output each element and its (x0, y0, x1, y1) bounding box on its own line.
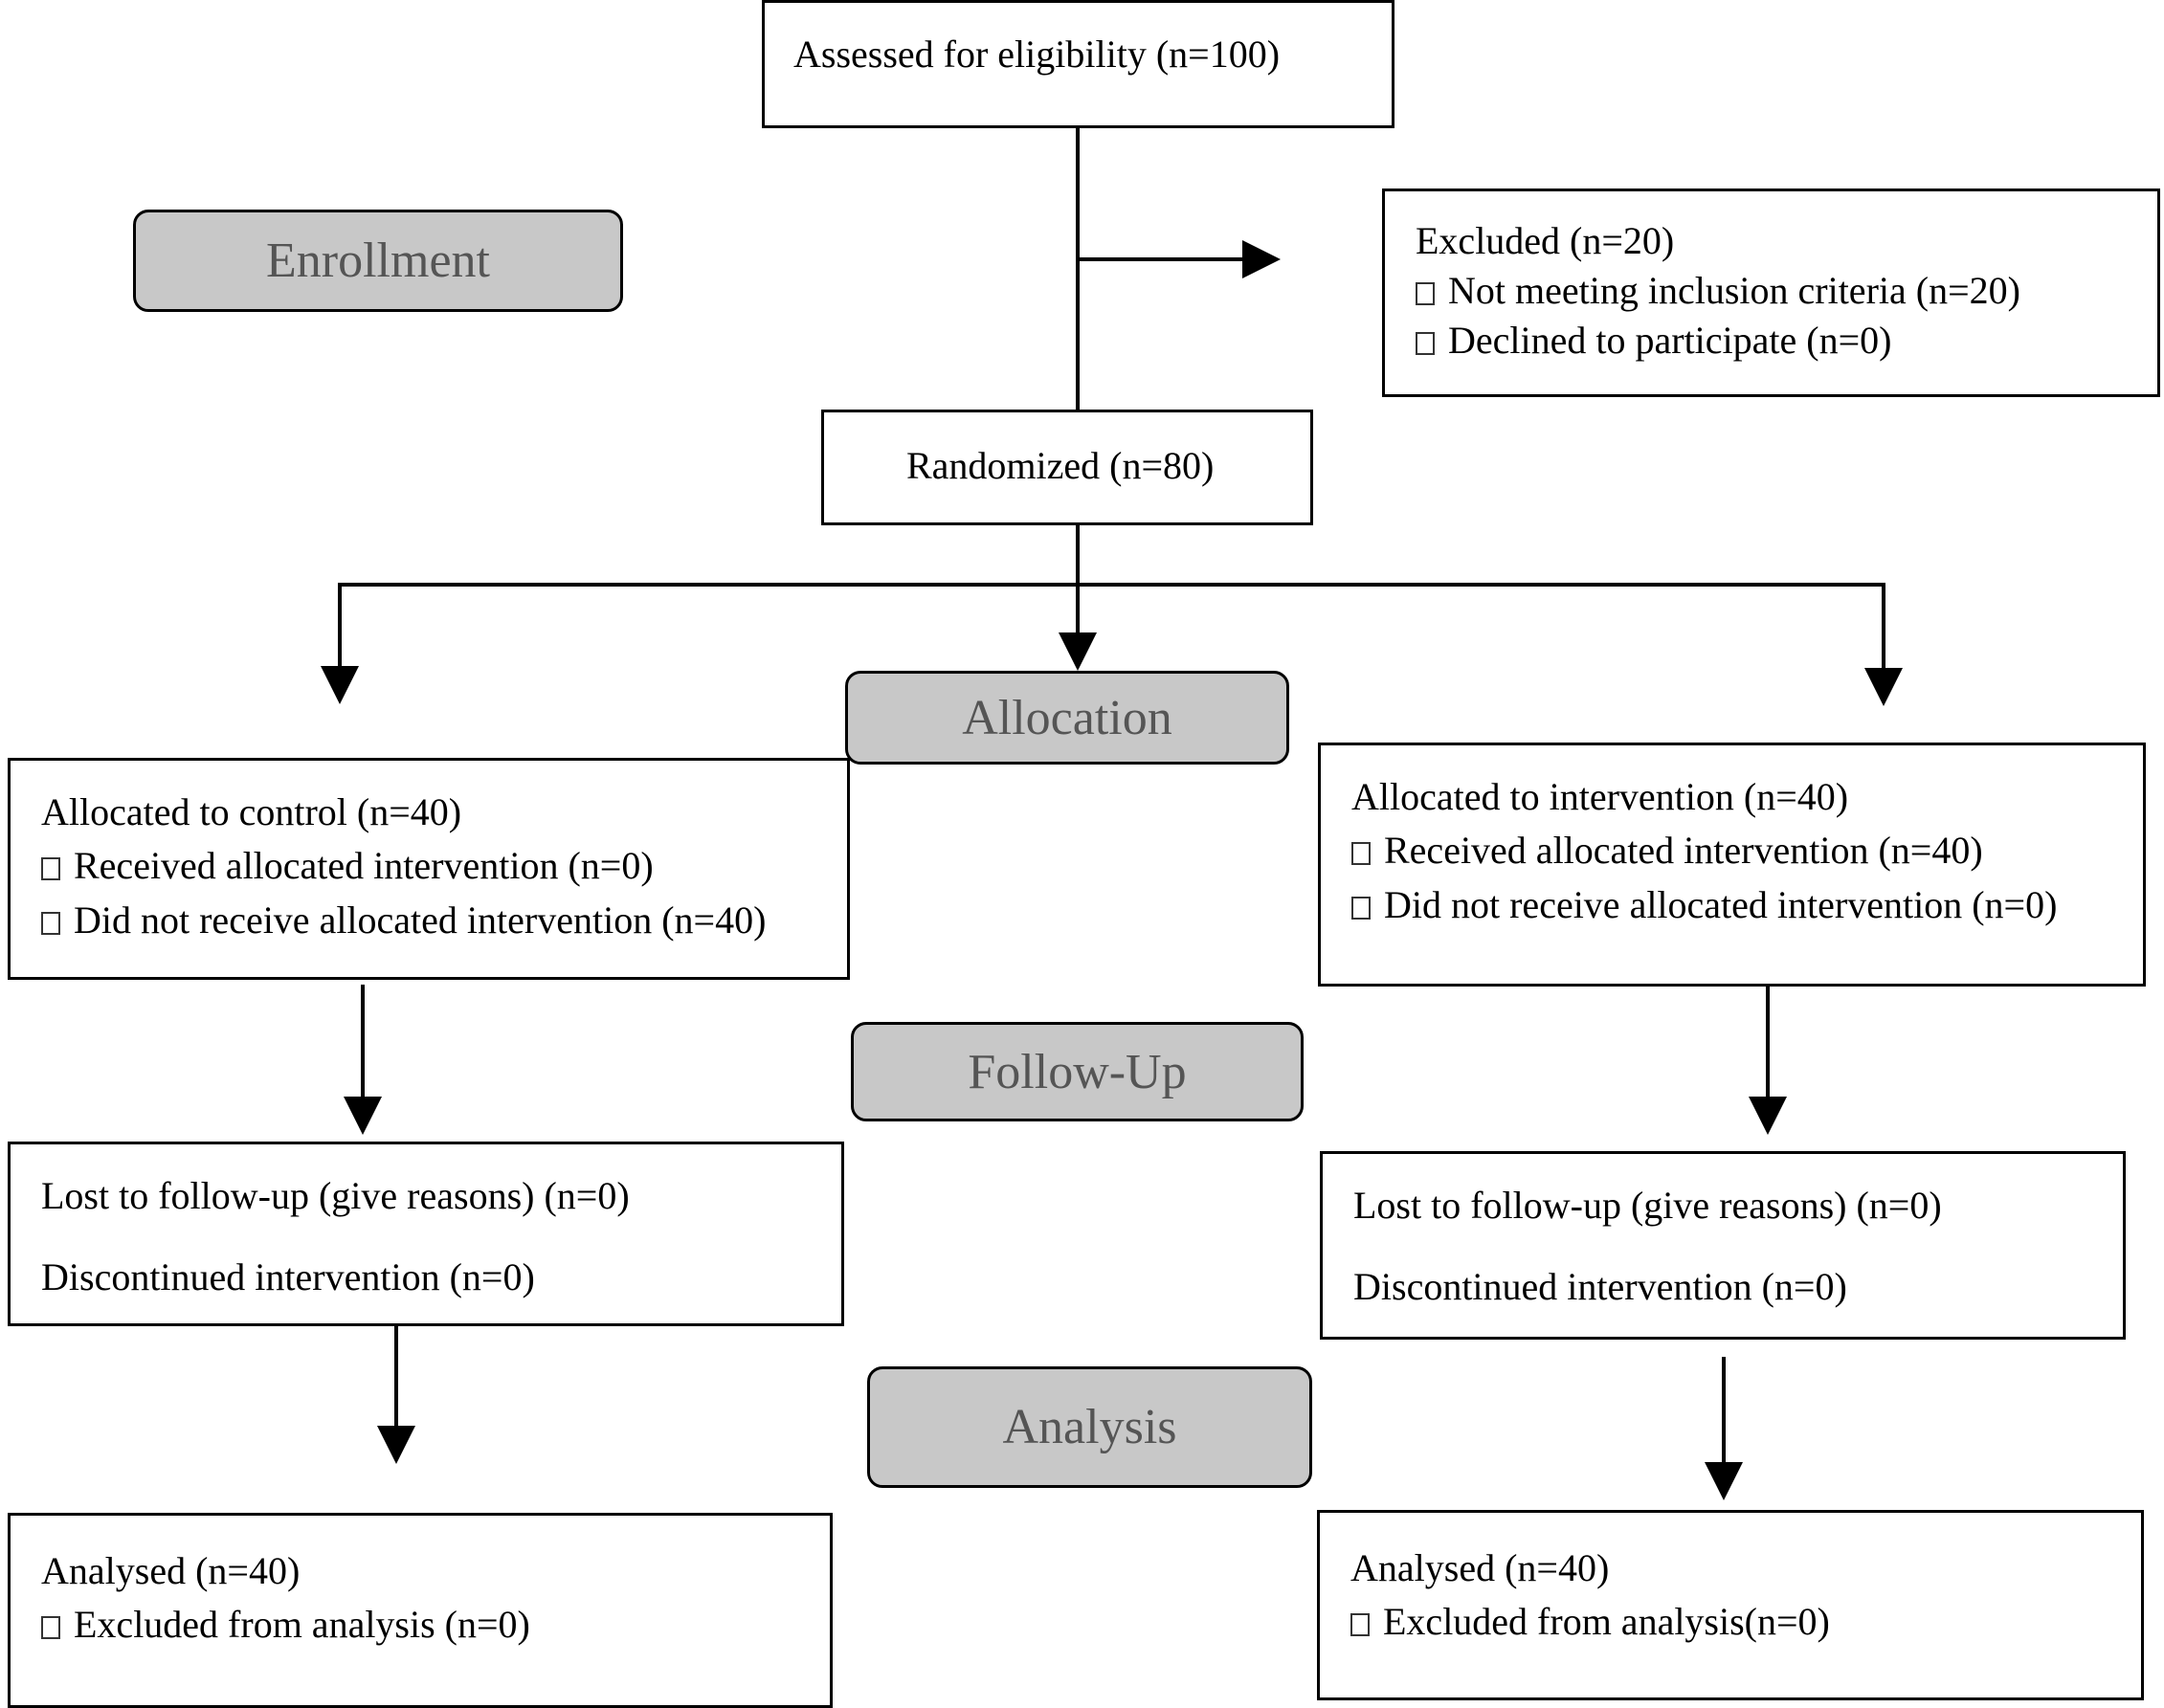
control-allocated-title: Allocated to control (n=40) (41, 790, 462, 833)
control-analysed-title: Analysed (n=40) (41, 1549, 301, 1592)
randomized-box: Randomized (n=80) (821, 410, 1313, 525)
intervention-analysis-box: Analysed (n=40) Excluded from analysis(n… (1317, 1510, 2144, 1700)
intervention-lost-text: Lost to follow-up (give reasons) (n=0) (1353, 1184, 1942, 1227)
checkbox-icon (1416, 332, 1435, 355)
excluded-item: Not meeting inclusion criteria (n=20) (1416, 268, 2020, 314)
control-discontinued-text: Discontinued intervention (n=0) (41, 1255, 535, 1298)
checkbox-icon (1351, 897, 1371, 920)
control-allocated-box: Allocated to control (n=40) Received all… (8, 758, 850, 980)
checkbox-icon (1351, 842, 1371, 865)
intervention-allocated-title: Allocated to intervention (n=40) (1351, 775, 1849, 818)
intervention-analysed-title: Analysed (n=40) (1350, 1546, 1610, 1589)
intervention-analysis-item: Excluded from analysis(n=0) (1350, 1599, 1830, 1645)
excluded-title: Excluded (n=20) (1416, 219, 1675, 262)
assessed-box: Assessed for eligibility (n=100) (762, 0, 1394, 128)
assessed-text: Assessed for eligibility (n=100) (793, 33, 1281, 76)
stage-analysis: Analysis (867, 1366, 1312, 1488)
intervention-discontinued-text: Discontinued intervention (n=0) (1353, 1265, 1847, 1308)
intervention-allocated-box: Allocated to intervention (n=40) Receive… (1318, 743, 2146, 987)
control-analysis-item: Excluded from analysis (n=0) (41, 1602, 530, 1648)
intervention-allocated-item: Received allocated intervention (n=40) (1351, 828, 1983, 874)
checkbox-icon (1350, 1613, 1370, 1636)
checkbox-icon (41, 912, 60, 935)
stage-allocation: Allocation (845, 671, 1289, 765)
control-followup-box: Lost to follow-up (give reasons) (n=0) D… (8, 1142, 844, 1326)
excluded-box: Excluded (n=20) Not meeting inclusion cr… (1382, 189, 2160, 397)
control-analysis-box: Analysed (n=40) Excluded from analysis (… (8, 1513, 833, 1708)
control-allocated-item: Did not receive allocated intervention (… (41, 898, 766, 943)
intervention-followup-box: Lost to follow-up (give reasons) (n=0) D… (1320, 1151, 2126, 1340)
excluded-item: Declined to participate (n=0) (1416, 318, 1891, 364)
randomized-text: Randomized (n=80) (906, 444, 1215, 487)
stage-follow-up: Follow-Up (851, 1022, 1304, 1121)
checkbox-icon (41, 857, 60, 880)
intervention-allocated-item: Did not receive allocated intervention (… (1351, 882, 2057, 928)
stage-enrollment: Enrollment (133, 210, 623, 312)
control-lost-text: Lost to follow-up (give reasons) (n=0) (41, 1174, 630, 1217)
checkbox-icon (41, 1616, 60, 1639)
checkbox-icon (1416, 282, 1435, 305)
control-allocated-item: Received allocated intervention (n=0) (41, 843, 654, 889)
